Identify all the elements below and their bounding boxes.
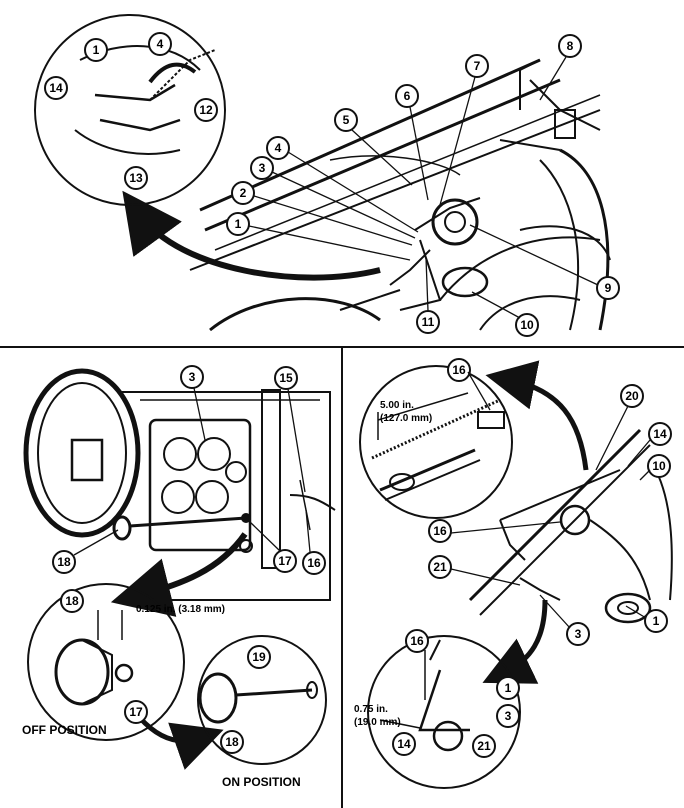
svg-text:7: 7 [474, 59, 481, 73]
svg-text:4: 4 [275, 141, 282, 155]
callout-br-3: 3 [566, 622, 590, 646]
svg-text:18: 18 [225, 735, 239, 749]
callout-br-16: 16 [428, 519, 452, 543]
callout-1: 1 [226, 212, 250, 236]
stop-length-line2: (19.0 mm) [354, 717, 401, 728]
svg-text:17: 17 [129, 705, 143, 719]
curved-arrow-icon [138, 716, 224, 770]
curved-arrow-icon [110, 532, 248, 617]
cable-length-line1: 5.00 in. [380, 400, 414, 411]
callout-br-bot-16: 16 [405, 629, 429, 653]
svg-text:18: 18 [65, 594, 79, 608]
svg-text:14: 14 [397, 737, 411, 751]
callout-6: 6 [395, 84, 419, 108]
stop-length-line1: 0.75 in. [354, 704, 388, 715]
svg-text:3: 3 [505, 709, 512, 723]
svg-text:15: 15 [279, 371, 293, 385]
callout-4: 4 [266, 136, 290, 160]
callout-9: 9 [596, 276, 620, 300]
svg-text:8: 8 [567, 39, 574, 53]
curved-arrow-icon [485, 360, 589, 471]
svg-text:14: 14 [49, 81, 63, 95]
callout-br-bot-21: 21 [472, 734, 496, 758]
callout-4-inset: 4 [148, 32, 172, 56]
svg-text:16: 16 [410, 634, 424, 648]
curved-arrow-icon [122, 190, 381, 281]
bottom-right-callouts: 20 14 10 16 21 3 1 16 16 1 3 21 14 [392, 358, 672, 758]
svg-text:2: 2 [240, 186, 247, 200]
on-position-caption: ON POSITION [222, 775, 301, 789]
bottom-left-callouts: 3 15 16 17 18 18 17 19 18 [52, 365, 326, 754]
callout-10: 10 [515, 313, 539, 337]
bottom-right-leaders [450, 371, 651, 629]
curved-arrow-icon [482, 599, 548, 684]
callout-off-18: 18 [60, 589, 84, 613]
svg-text:6: 6 [404, 89, 411, 103]
callout-on-19: 19 [247, 645, 271, 669]
svg-text:5: 5 [343, 113, 350, 127]
callout-br-bot-3: 3 [496, 704, 520, 728]
svg-text:21: 21 [477, 739, 491, 753]
cable-length-line2: (127.0 mm) [380, 413, 432, 424]
callout-br-10: 10 [647, 454, 671, 478]
svg-text:10: 10 [652, 459, 666, 473]
svg-text:20: 20 [625, 389, 639, 403]
callout-bl-15: 15 [274, 366, 298, 390]
callout-bl-18: 18 [52, 550, 76, 574]
callout-8: 8 [558, 34, 582, 58]
callout-br-20: 20 [620, 384, 644, 408]
callout-bl-17: 17 [273, 549, 297, 573]
svg-text:1: 1 [93, 43, 100, 57]
callout-br-bot-14: 14 [392, 732, 416, 756]
callout-br-21: 21 [428, 555, 452, 579]
gap-dimension: 0.125 in. (3.18 mm) [136, 604, 225, 615]
callout-br-bot-1: 1 [496, 676, 520, 700]
svg-text:12: 12 [199, 103, 213, 117]
callout-3: 3 [250, 156, 274, 180]
callout-bl-3: 3 [180, 365, 204, 389]
callout-5: 5 [334, 108, 358, 132]
svg-text:17: 17 [278, 554, 292, 568]
callout-bl-16: 16 [302, 551, 326, 575]
callout-13-inset: 13 [124, 166, 148, 190]
svg-text:1: 1 [653, 614, 660, 628]
svg-text:19: 19 [252, 650, 266, 664]
svg-text:4: 4 [157, 37, 164, 51]
svg-text:18: 18 [57, 555, 71, 569]
svg-text:11: 11 [422, 315, 435, 329]
callout-on-18: 18 [220, 730, 244, 754]
top-leaders [248, 56, 599, 319]
bottom-left-panel [23, 368, 336, 770]
callout-br-top-16: 16 [447, 358, 471, 382]
bottom-left-leaders [73, 387, 311, 556]
svg-text:16: 16 [307, 556, 321, 570]
callout-7: 7 [465, 54, 489, 78]
callout-br-1: 1 [644, 609, 668, 633]
callout-1-inset: 1 [84, 38, 108, 62]
svg-text:3: 3 [259, 161, 266, 175]
callout-2: 2 [231, 181, 255, 205]
callout-11: 11 [416, 310, 440, 334]
svg-text:16: 16 [433, 524, 447, 538]
top-panel [34, 14, 611, 332]
svg-text:13: 13 [129, 171, 143, 185]
bottom-right-panel [359, 360, 673, 789]
callout-br-14: 14 [648, 422, 672, 446]
svg-text:1: 1 [235, 217, 242, 231]
top-callouts: 1 4 14 12 13 1 2 3 4 5 6 7 8 9 10 11 [44, 32, 620, 337]
callout-off-17: 17 [124, 700, 148, 724]
svg-text:21: 21 [433, 560, 447, 574]
svg-text:14: 14 [653, 427, 667, 441]
svg-text:3: 3 [575, 627, 582, 641]
svg-text:1: 1 [505, 681, 512, 695]
svg-text:10: 10 [520, 318, 534, 332]
svg-text:3: 3 [189, 370, 196, 384]
callout-12-inset: 12 [194, 98, 218, 122]
svg-text:9: 9 [605, 281, 612, 295]
off-position-caption: OFF POSITION [22, 723, 107, 737]
svg-text:16: 16 [452, 363, 466, 377]
callout-14-inset: 14 [44, 76, 68, 100]
